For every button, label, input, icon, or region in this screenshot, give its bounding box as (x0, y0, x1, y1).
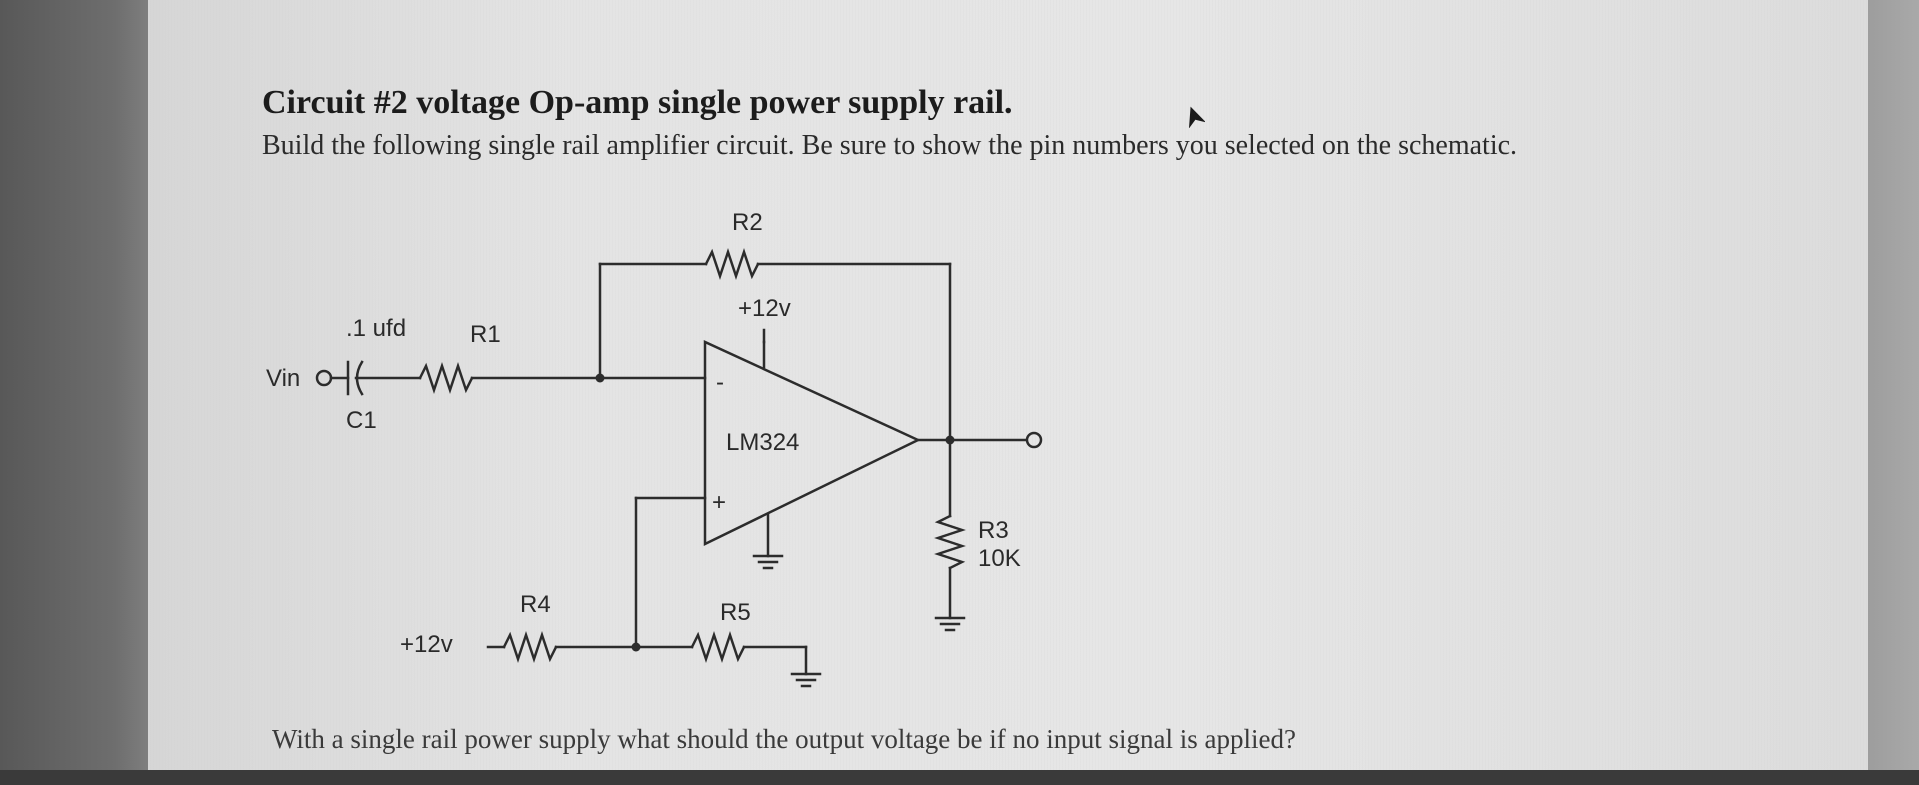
capacitor-value-label: .1 ufd (346, 315, 406, 342)
instruction-text: Build the following single rail amplifie… (262, 130, 1518, 161)
inverting-sign-label: - (716, 369, 724, 396)
r1-label: R1 (470, 321, 501, 348)
monitor-bezel (0, 770, 1919, 785)
capacitor-ref-label: C1 (346, 407, 377, 434)
r2-label: R2 (732, 209, 763, 236)
resistor-r2 (704, 248, 760, 280)
vin-terminal (315, 369, 333, 387)
supply-r4-label: +12v (400, 631, 453, 658)
page-title: Circuit #2 voltage Op-amp single power s… (262, 84, 1013, 121)
opamp-label: LM324 (726, 429, 799, 456)
mouse-pointer-icon (1188, 106, 1205, 128)
monitor-edge (1868, 0, 1919, 775)
r5-label: R5 (720, 599, 751, 626)
noninverting-sign-label: + (712, 489, 726, 516)
r3-label: R3 (978, 517, 1009, 544)
vout-terminal (1025, 431, 1043, 449)
supply-top-label: +12v (738, 295, 791, 322)
r3-value-label: 10K (978, 545, 1021, 572)
resistor-r3 (934, 514, 966, 570)
resistor-r4 (502, 631, 558, 663)
resistor-r1 (418, 362, 474, 394)
opamp-lm324 (703, 340, 921, 547)
question-text: With a single rail power supply what sho… (272, 724, 1296, 754)
vin-label: Vin (266, 365, 300, 392)
r4-label: R4 (520, 591, 551, 618)
resistor-r5 (690, 631, 746, 663)
